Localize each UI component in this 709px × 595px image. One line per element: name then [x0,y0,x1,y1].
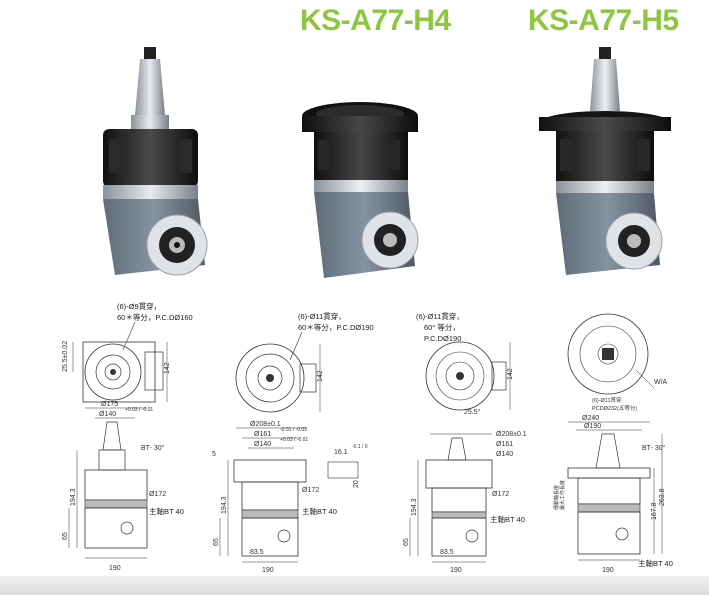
d4-dim-left1: 傳動軸長度 [553,485,560,510]
d4-label-bt: BT- 30° [642,444,666,452]
d3-dim-208: Ø208±0.1 [496,431,527,438]
d1-dim-142: 142 [164,362,171,374]
d1-dim-140-tol: +0.03 / -0.01 [125,407,153,413]
d3-dim-83: 83.5 [440,549,454,556]
d4-dim-240: Ø240 [582,415,599,422]
d1-label-bt: BT- 30° [141,444,165,452]
d4-dim-height2: 167.8 [651,502,658,520]
d1-dim-140: Ø140 [99,411,116,418]
d4-note-line1: (6)-Ø11貫穿 [592,396,622,404]
d2-dim-172: Ø172 [302,487,319,494]
d1-note-line2: 60＊等分，P.C.DØ160 [117,312,193,322]
d1-spindle: 主軸BT 40 [149,506,184,516]
d2-note-line1: (6)-Ø11貫穿， [298,311,346,321]
d4-spindle: 主軸BT 40 [638,558,673,568]
d1-dim-left: 25.5±0.02 [62,341,69,372]
d4-dim-height: 263.8 [659,488,666,506]
technical-drawing-base: (6)-Ø9貫穿， 60＊等分，P.C.DØ160 142 25.5±0.02 … [62,301,193,572]
d3-dim-142: 142 [507,368,514,380]
technical-drawing-h5: W/A (6)-Ø11貫穿 PCDØ232(五等分) Ø240 Ø190 BT-… [553,313,673,574]
product-photo-base [103,47,208,276]
d4-dim-bottom: 190 [602,567,614,574]
d2-dim-5: 5 [212,451,216,458]
d2-dim-190: 190 [262,567,274,574]
d1-dim-172: Ø172 [149,491,166,498]
d2-dim-20: 20 [353,480,360,488]
d1-dim-190: 190 [109,565,121,572]
d4-note-line2: PCDØ232(五等分) [592,404,637,412]
d2-dim-140-tol: +0.03 / -0.01 [280,437,308,443]
d3-dim-angle: 25.5° [464,408,481,416]
product-photo-h4 [302,102,419,278]
technical-drawing-h4: (6)-Ø11貫穿， 60＊等分，P.C.DØ190 142 Ø208±0.1 … [212,311,374,574]
d2-dim-16: 16.1 [334,449,348,456]
d3-dim-65: 65 [403,538,410,546]
d2-dim-height: 194.3 [221,496,228,514]
d2-dim-83: 83.5 [250,549,264,556]
d3-note-line1: (6)-Ø11貫穿， [416,311,464,321]
d2-dim-65: 65 [213,538,220,546]
d2-dim-140: Ø140 [254,441,271,448]
d1-dim-height: 194.3 [70,488,77,506]
d2-dim-161: Ø161 [254,431,271,438]
title-ks-a77-h4: KS-A77-H4 [300,4,451,37]
d3-dim-172: Ø172 [492,491,509,498]
d2-spindle: 主軸BT 40 [302,506,337,516]
d3-note-line3: P.C.DØ190 [424,334,461,343]
d3-dim-161: Ø161 [496,441,513,448]
d1-note-line1: (6)-Ø9貫穿， [117,301,161,311]
title-ks-a77-h5: KS-A77-H5 [528,4,679,37]
d1-dim-65: 65 [62,532,69,540]
d2-note-line2: 60＊等分，P.C.DØ190 [298,322,374,332]
d3-note-line2: 60° 等分， [424,322,460,332]
bottom-band [0,576,709,595]
d3-dim-140: Ø140 [496,451,513,458]
d2-dim-161-tol: -0.01 / -0.03 [280,427,307,433]
d3-dim-height: 194.3 [411,498,418,516]
d4-dim-side: W/A [654,379,668,386]
d1-dim-175: Ø175 [101,401,118,408]
d2-dim-142: 142 [317,370,324,382]
d2-dim-16-tol: -0.1 / 0 [352,444,368,450]
product-photo-h5 [539,47,671,275]
d3-spindle: 主軸BT 40 [490,514,525,524]
d4-dim-left2: 最大工作長度 [559,480,566,510]
d2-dim-208: Ø208±0.1 [250,421,281,428]
d3-dim-190: 190 [450,567,462,574]
technical-drawing-h4-alt: (6)-Ø11貫穿， 60° 等分， P.C.DØ190 142 25.5° Ø… [403,311,527,574]
d4-dim-190: Ø190 [584,423,601,430]
